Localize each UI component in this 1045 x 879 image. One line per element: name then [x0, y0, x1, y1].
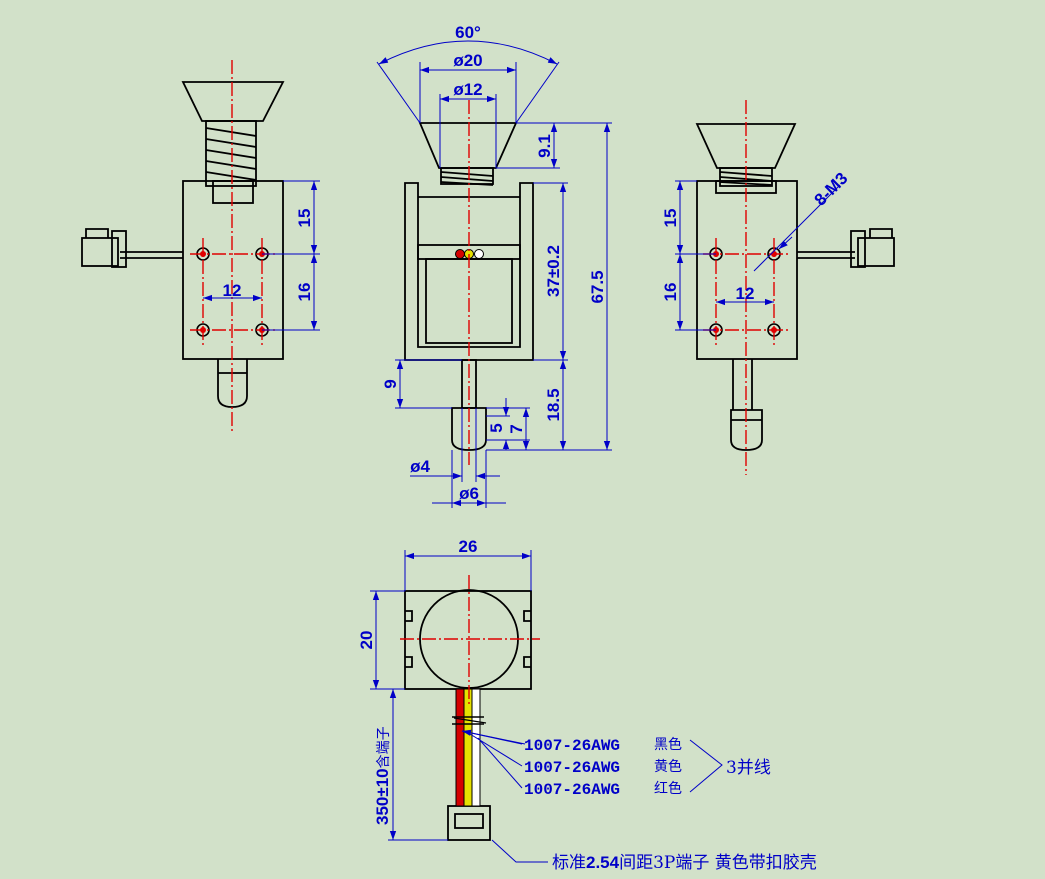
parallel-wire-note: 3并线	[726, 758, 771, 778]
right-dim-12: 12	[736, 284, 755, 303]
wire-spec-3: 1007-26AWG	[524, 781, 620, 799]
bottom-dim-26: 26	[459, 537, 478, 556]
front-dim-9-1: 9.1	[535, 134, 554, 158]
front-dim-dia6: ø6	[459, 484, 479, 503]
right-dim-16: 16	[661, 283, 680, 302]
wire-color-3: 红色	[654, 780, 682, 797]
connector-note: 标准2.54间距3P端子 黄色带扣胶壳	[552, 853, 817, 873]
front-view-dimensions	[376, 40, 612, 508]
left-view-dimensions	[203, 180, 320, 331]
bottom-dim-cable-length: 350±10含端子	[373, 726, 392, 825]
right-view: 15 16 12 8-M3	[661, 100, 895, 475]
left-view-outline	[81, 81, 285, 408]
bottom-view-dimensions	[370, 550, 723, 863]
wire-color-2: 黄色	[654, 758, 682, 775]
right-dim-15: 15	[661, 209, 680, 228]
front-dim-37: 37±0.2	[544, 245, 563, 297]
left-view-centerlines	[190, 60, 275, 432]
front-dim-dia20: ø20	[453, 51, 482, 70]
bottom-view: 26 20 350±10含端子 1007-26AWG 1007-26AWG 10…	[357, 537, 817, 873]
front-view-outline	[404, 122, 534, 451]
left-dim-15: 15	[295, 209, 314, 228]
right-dim-m3: 8-M3	[811, 169, 852, 210]
left-dim-12: 12	[223, 281, 242, 300]
front-dim-9: 9	[381, 379, 400, 388]
front-dim-5: 5	[487, 423, 506, 432]
right-view-dimensions	[675, 180, 841, 331]
front-dim-18-5: 18.5	[544, 388, 563, 421]
bottom-view-wires	[452, 688, 487, 807]
wire-spec-2: 1007-26AWG	[524, 759, 620, 777]
bottom-dim-20: 20	[357, 631, 376, 650]
wire-spec-1: 1007-26AWG	[524, 737, 620, 755]
right-view-outline	[695, 123, 895, 451]
front-dim-angle: 60°	[455, 23, 481, 42]
front-dim-7: 7	[507, 424, 526, 433]
front-view: 60° ø20 ø12 9.1 37±0.2 67.5 18.5 9 5 7 ø…	[376, 23, 612, 508]
left-view: 15 16 12	[81, 60, 320, 432]
front-dim-dia4: ø4	[410, 457, 430, 476]
front-dim-dia12: ø12	[453, 80, 482, 99]
left-dim-16: 16	[295, 283, 314, 302]
bottom-view-centerlines	[400, 575, 540, 705]
right-view-centerlines	[703, 100, 790, 475]
wire-color-1: 黑色	[654, 736, 682, 753]
front-dim-67-5: 67.5	[588, 270, 607, 303]
